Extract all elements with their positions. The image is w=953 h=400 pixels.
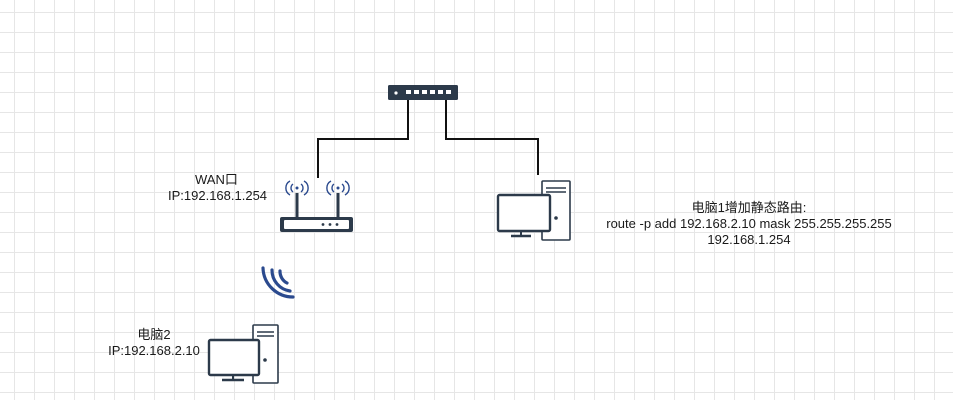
pc1-computer-icon [496,180,571,241]
pc1-label: 电脑1增加静态路由: route -p add 192.168.2.10 mas… [600,200,898,248]
pc1-route-gateway: 192.168.1.254 [707,232,791,247]
router-wan-title: WAN口 [195,172,238,187]
switch-to-router-link [317,100,409,178]
pc2-computer-icon [207,324,279,384]
pc1-route-command: route -p add 192.168.2.10 mask 255.255.2… [606,216,892,231]
router-label: WAN口 IP:192.168.1.254 [168,172,267,204]
router-icon [280,180,353,232]
pc2-ip: IP:192.168.2.10 [108,343,200,358]
pc1-route-title: 电脑1增加静态路由: [691,200,807,215]
router-ip: IP:192.168.1.254 [168,188,268,203]
pc2-name: 电脑2 [137,327,171,342]
switch-to-pc1-link [445,100,539,175]
pc2-label: 电脑2 IP:192.168.2.10 [104,327,204,359]
wifi-signal-icon [261,266,295,299]
switch-icon [388,85,458,100]
